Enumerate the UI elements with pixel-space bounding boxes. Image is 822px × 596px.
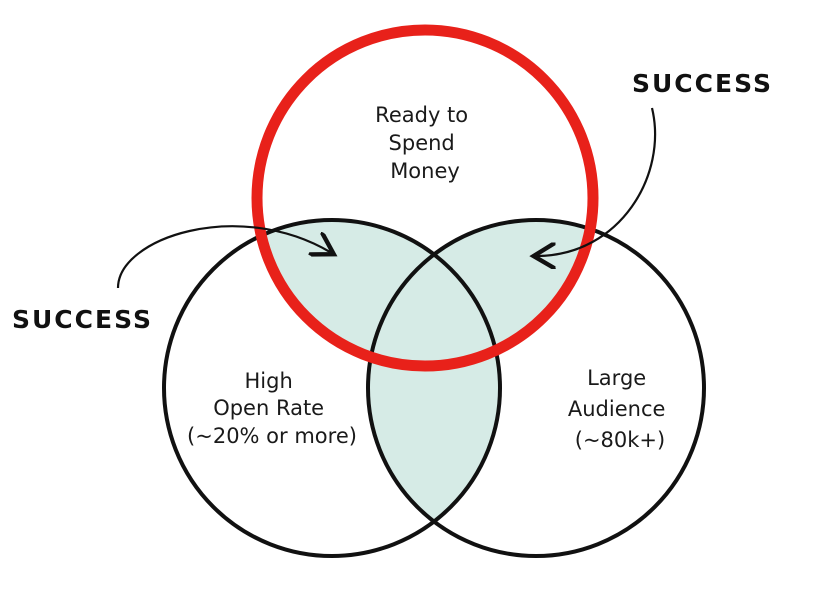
right-success-arrow xyxy=(538,107,657,256)
left-circle-label: High Open Rate (~20% or more) xyxy=(187,369,357,448)
circle-left xyxy=(162,218,502,558)
circle-top xyxy=(251,24,599,372)
left-label-line-2: Open Rate xyxy=(213,396,324,420)
left-success-label: SUCCESS xyxy=(12,305,153,334)
right-label-line-3: (~80k+) xyxy=(575,428,665,452)
circle-right xyxy=(366,218,706,558)
right-label-line-1: Large xyxy=(587,366,646,390)
left-label-line-3: (~20% or more) xyxy=(187,424,357,448)
top-circle-label: Ready to Spend Money xyxy=(375,103,475,183)
top-label-line-3: Money xyxy=(390,159,460,183)
right-circle-label: Large Audience (~80k+) xyxy=(568,366,672,452)
right-success-label: SUCCESS xyxy=(632,69,773,98)
left-label-line-1: High xyxy=(245,369,293,393)
overlap-shading xyxy=(257,220,593,556)
top-label-line-1: Ready to xyxy=(375,103,468,127)
left-success-arrow xyxy=(116,225,330,289)
right-label-line-2: Audience xyxy=(568,397,666,421)
top-label-line-2: Spend xyxy=(389,131,455,155)
